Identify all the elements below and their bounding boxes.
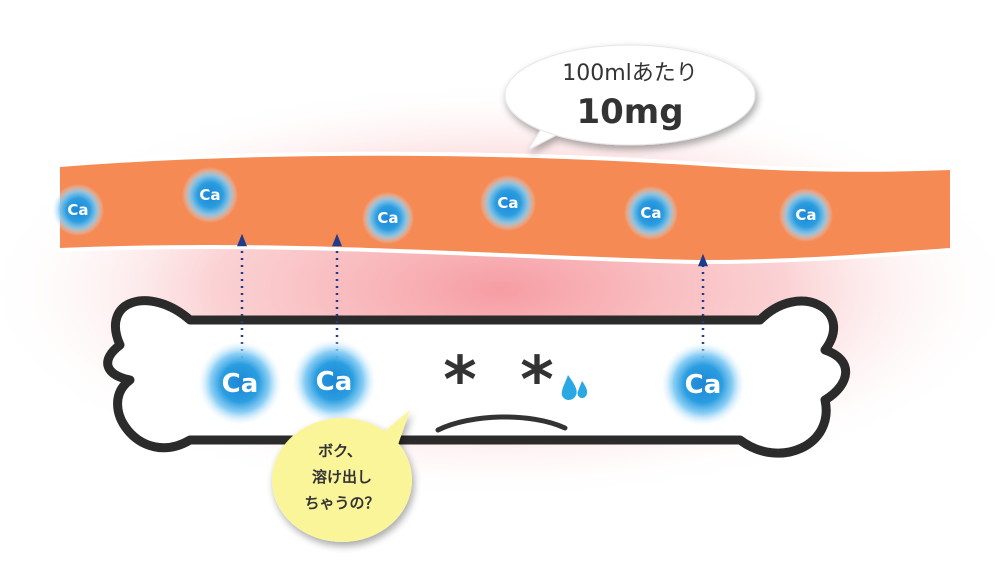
bone-speech-line-3: ちゃうの？ — [304, 494, 379, 512]
blood-ion: Ca — [480, 175, 536, 231]
blood-ion: Ca — [182, 167, 238, 223]
worried-face: * * — [435, 344, 588, 433]
concentration-value: 10mg — [576, 92, 683, 132]
svg-text:Ca: Ca — [67, 201, 88, 219]
svg-text:Ca: Ca — [316, 367, 353, 397]
bone — [103, 296, 851, 458]
svg-text:Ca: Ca — [640, 204, 661, 222]
svg-text:Ca: Ca — [685, 370, 722, 400]
concentration-bubble — [504, 44, 756, 152]
bone-speech-bubble — [272, 410, 412, 542]
tear-drop-icon — [577, 381, 588, 399]
frown-mouth — [435, 414, 568, 433]
tear-drop-icon — [561, 375, 577, 401]
svg-text:Ca: Ca — [377, 209, 398, 227]
vessel-bottom-edge — [59, 245, 951, 265]
vessel-top-edge — [59, 151, 951, 172]
svg-text:Ca: Ca — [222, 369, 259, 399]
concentration-unit: 100mlあたり — [562, 61, 698, 86]
svg-text:Ca: Ca — [795, 206, 816, 224]
svg-text:Ca: Ca — [497, 194, 518, 212]
bone-speech-line-2: 溶け出し — [312, 468, 372, 486]
bone-speech-line-1: ボク、 — [318, 442, 362, 460]
blood-ion: Ca — [624, 186, 678, 240]
bone-ion: Ca — [661, 342, 745, 426]
right-eye: * — [520, 344, 553, 418]
bone-ion: Ca — [292, 339, 376, 423]
bone-ion: Ca — [198, 341, 282, 425]
blood-ion: Ca — [52, 184, 104, 236]
blood-ion: Ca — [779, 188, 833, 242]
svg-text:Ca: Ca — [199, 186, 220, 204]
left-eye: * — [443, 344, 476, 418]
blood-ion: Ca — [362, 192, 414, 244]
